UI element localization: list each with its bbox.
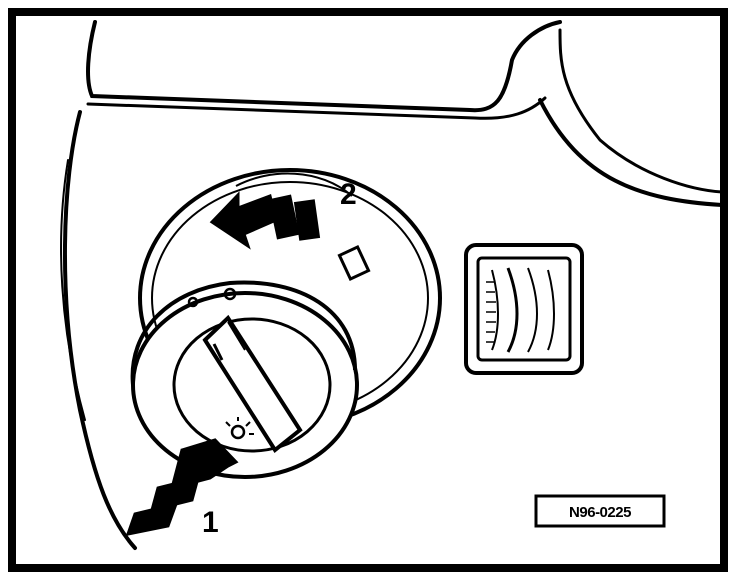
turn-arrow: [209, 172, 353, 250]
reference-code: N96-0225: [569, 504, 631, 521]
figure-border: [8, 8, 728, 572]
callout-1: 1: [202, 506, 219, 539]
pull-arrow: [125, 438, 239, 536]
light-switch: [130, 168, 442, 479]
callout-2: 2: [340, 178, 357, 211]
reference-code-box: N96-0225: [534, 494, 666, 528]
dimmer-wheel: [464, 243, 584, 375]
dashboard-panel: [60, 20, 724, 550]
